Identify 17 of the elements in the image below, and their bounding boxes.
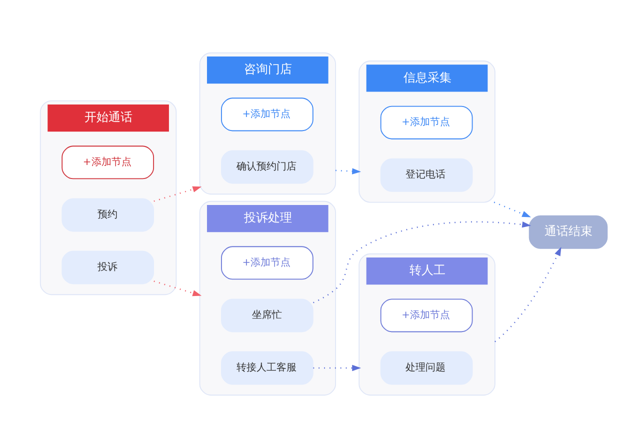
- arrow: [313, 220, 532, 303]
- node-box: +添加节点: [380, 105, 473, 139]
- arrow: [494, 246, 562, 342]
- node-box: 预约: [62, 198, 154, 232]
- arrow: [336, 168, 362, 174]
- arrow: [494, 201, 531, 217]
- node-box: 转接人工客服: [221, 350, 314, 384]
- node-box: +添加节点: [62, 145, 154, 179]
- arrow: [154, 280, 202, 296]
- node-box: 坐席忙: [221, 298, 314, 332]
- node-box: +添加节点: [221, 97, 314, 131]
- arrow: [313, 364, 362, 371]
- arrow: [154, 186, 202, 202]
- node-box: +添加节点: [221, 246, 314, 280]
- node-box: +添加节点: [380, 298, 473, 332]
- node-box: 投诉: [62, 250, 154, 284]
- node-box: 通话结束: [528, 214, 608, 248]
